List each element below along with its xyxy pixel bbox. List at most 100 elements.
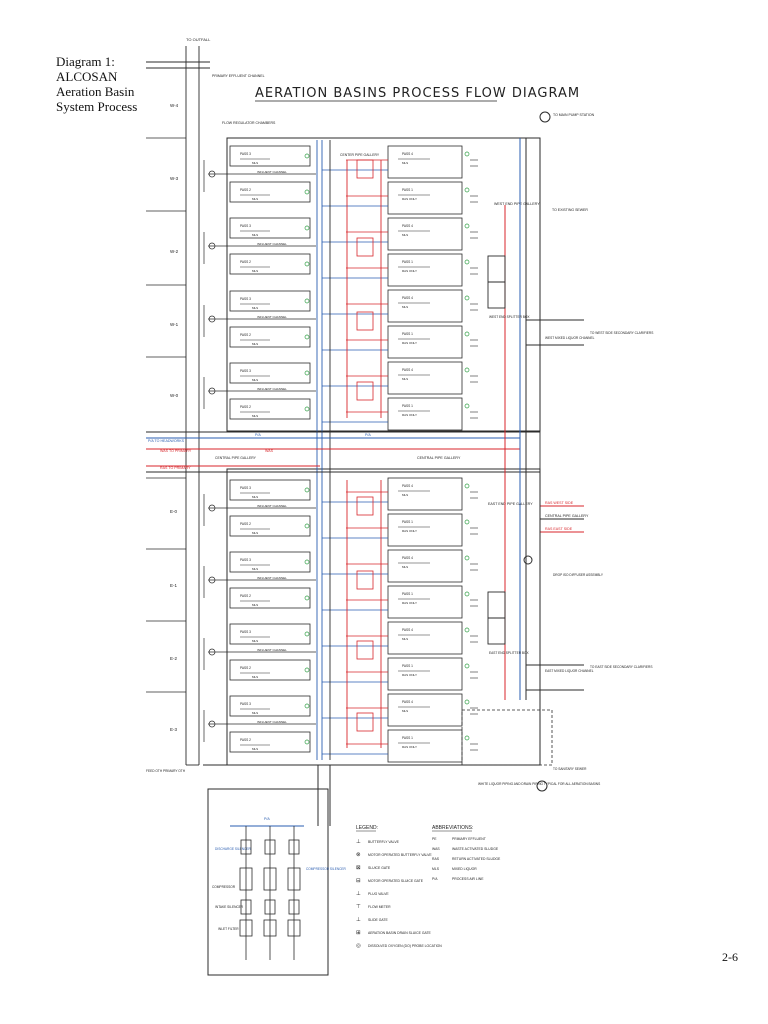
row-label: W-2	[170, 249, 179, 254]
pass-label: PASS 2	[240, 522, 251, 526]
row-label: E-0	[170, 509, 178, 514]
pass-label: PASS 1	[402, 664, 413, 668]
ml-label: MLS	[252, 531, 258, 535]
legend-heading: LEGEND:	[356, 825, 378, 831]
central-pipe-right-label: CENTRAL PIPE GALLERY	[545, 514, 589, 518]
ml-label: RAS ONLY	[402, 341, 417, 345]
pass-label: PASS 2	[240, 666, 251, 670]
blower-unit	[287, 826, 301, 960]
drain-note-label: WHITE LIQUOR PIPING AND DRAIN PIPING TYP…	[478, 782, 600, 786]
west-splitter-box-label: WEST END SPLITTER BOX	[489, 315, 530, 319]
sanitary-sewer-symbol	[536, 780, 548, 792]
west-end-gallery-label: WEST END PIPE GALLERY	[494, 202, 540, 206]
pa-label: P/A	[365, 433, 371, 437]
caption-line-3: Aeration Basin	[56, 84, 135, 99]
ml-label: MLS	[252, 233, 258, 237]
east-splitter-box-label: EAST END SPLITTER BOX	[489, 651, 529, 655]
row-label: W-4	[170, 103, 179, 108]
to-main-pump-station-label: TO MAIN PUMP STATION	[553, 113, 595, 117]
pass-label: PASS 2	[240, 738, 251, 742]
caption-line-1: Diagram 1:	[56, 54, 115, 69]
legend-item-label: DISSOLVED OXYGEN (DO) PROBE LOCATION	[368, 944, 442, 948]
ml-label: RAS ONLY	[402, 269, 417, 273]
pump-station-symbol	[539, 111, 551, 123]
legend-item: ⊗MOTOR OPERATED BUTTERFLY VALVE	[356, 852, 432, 858]
legend-symbol-icon: ⊥	[356, 838, 361, 845]
east-end-gallery-label: EAST END PIPE GALLERY	[488, 502, 533, 506]
ml-label: MLS	[402, 305, 408, 309]
to-east-clarifiers-label: TO EAST SIDE SECONDARY CLARIFIERS	[590, 665, 652, 669]
row-label: E-2	[170, 656, 178, 661]
ml-label: MLS	[402, 565, 408, 569]
legend-item: ⊞AERATION BASIN DRAIN SLUICE GATE	[356, 930, 432, 936]
ml-label: RAS ONLY	[402, 197, 417, 201]
ml-label: MLS	[252, 675, 258, 679]
influent-channel-label: INFLUENT CHANNEL	[257, 576, 287, 580]
row-label: W-3	[170, 176, 179, 181]
blower-units	[239, 826, 301, 960]
ml-label: MLS	[402, 493, 408, 497]
mixed-liquor-channels	[526, 138, 584, 765]
row-label: E-3	[170, 727, 178, 732]
legend-item: ⊟MOTOR OPERATED SLUICE GATE	[356, 878, 424, 884]
compressor-label: COMPRESSOR	[212, 885, 236, 889]
legend-symbol-icon: ⊠	[356, 865, 361, 871]
west-mixed-liquor-label: WEST MIXED LIQUOR CHANNEL	[545, 336, 595, 340]
pass-label: PASS 4	[402, 368, 413, 372]
ml-label: MLS	[252, 414, 258, 418]
pass-label: PASS 3	[240, 224, 251, 228]
legend-item-label: SLUICE GATE	[368, 866, 391, 870]
influent-channel-label: INFLUENT CHANNEL	[257, 315, 287, 319]
intake-silencer-label: INTAKE SILENCER	[215, 905, 244, 909]
legend-item-label: MOTOR OPERATED BUTTERFLY VALVE	[368, 853, 432, 857]
legend-symbol-icon: ⊞	[356, 930, 361, 936]
legend-item: ◎DISSOLVED OXYGEN (DO) PROBE LOCATION	[356, 943, 442, 949]
abbreviation-meaning: PRIMARY EFFLUENT	[452, 837, 486, 841]
influent-channel-label: INFLUENT CHANNEL	[257, 170, 287, 174]
ml-label: MLS	[252, 603, 258, 607]
pass-label: PASS 1	[402, 404, 413, 408]
ml-label: MLS	[252, 495, 258, 499]
legend-item: ⊠ SLUICE GATE	[356, 865, 391, 871]
center-pipe-gallery	[316, 140, 382, 760]
pass-label: PASS 2	[240, 260, 251, 264]
pass-label: PASS 4	[402, 556, 413, 560]
abbreviation-meaning: PROCESS AIR LINE	[452, 877, 484, 881]
pass-label: PASS 1	[402, 736, 413, 740]
splitter-boxes	[487, 255, 506, 645]
primary-effluent-channel-label: PRIMARY EFFLUENT CHANNEL	[212, 74, 265, 78]
ml-label: MLS	[402, 233, 408, 237]
abbreviation-code: MLS	[432, 867, 440, 871]
ml-label: MLS	[252, 378, 258, 382]
caption-line-4: System Process	[56, 99, 138, 114]
row-dividers	[146, 137, 186, 693]
influent-channel-label: INFLUENT CHANNEL	[257, 648, 287, 652]
ras-to-primary-label: RAS TO PRIMARY	[160, 466, 191, 470]
primary-effluent-channel	[146, 46, 210, 766]
pass-label: PASS 3	[240, 702, 251, 706]
caption-line-2: ALCOSAN	[56, 69, 118, 84]
legend-symbol-icon: ⊟	[356, 878, 361, 884]
to-outfall-label: TO OUTFALL	[186, 37, 211, 42]
abbreviation-meaning: RETURN ACTIVATED SLUDGE	[452, 857, 501, 861]
diagram-title: AERATION BASINS PROCESS FLOW DIAGRAM	[255, 86, 580, 101]
